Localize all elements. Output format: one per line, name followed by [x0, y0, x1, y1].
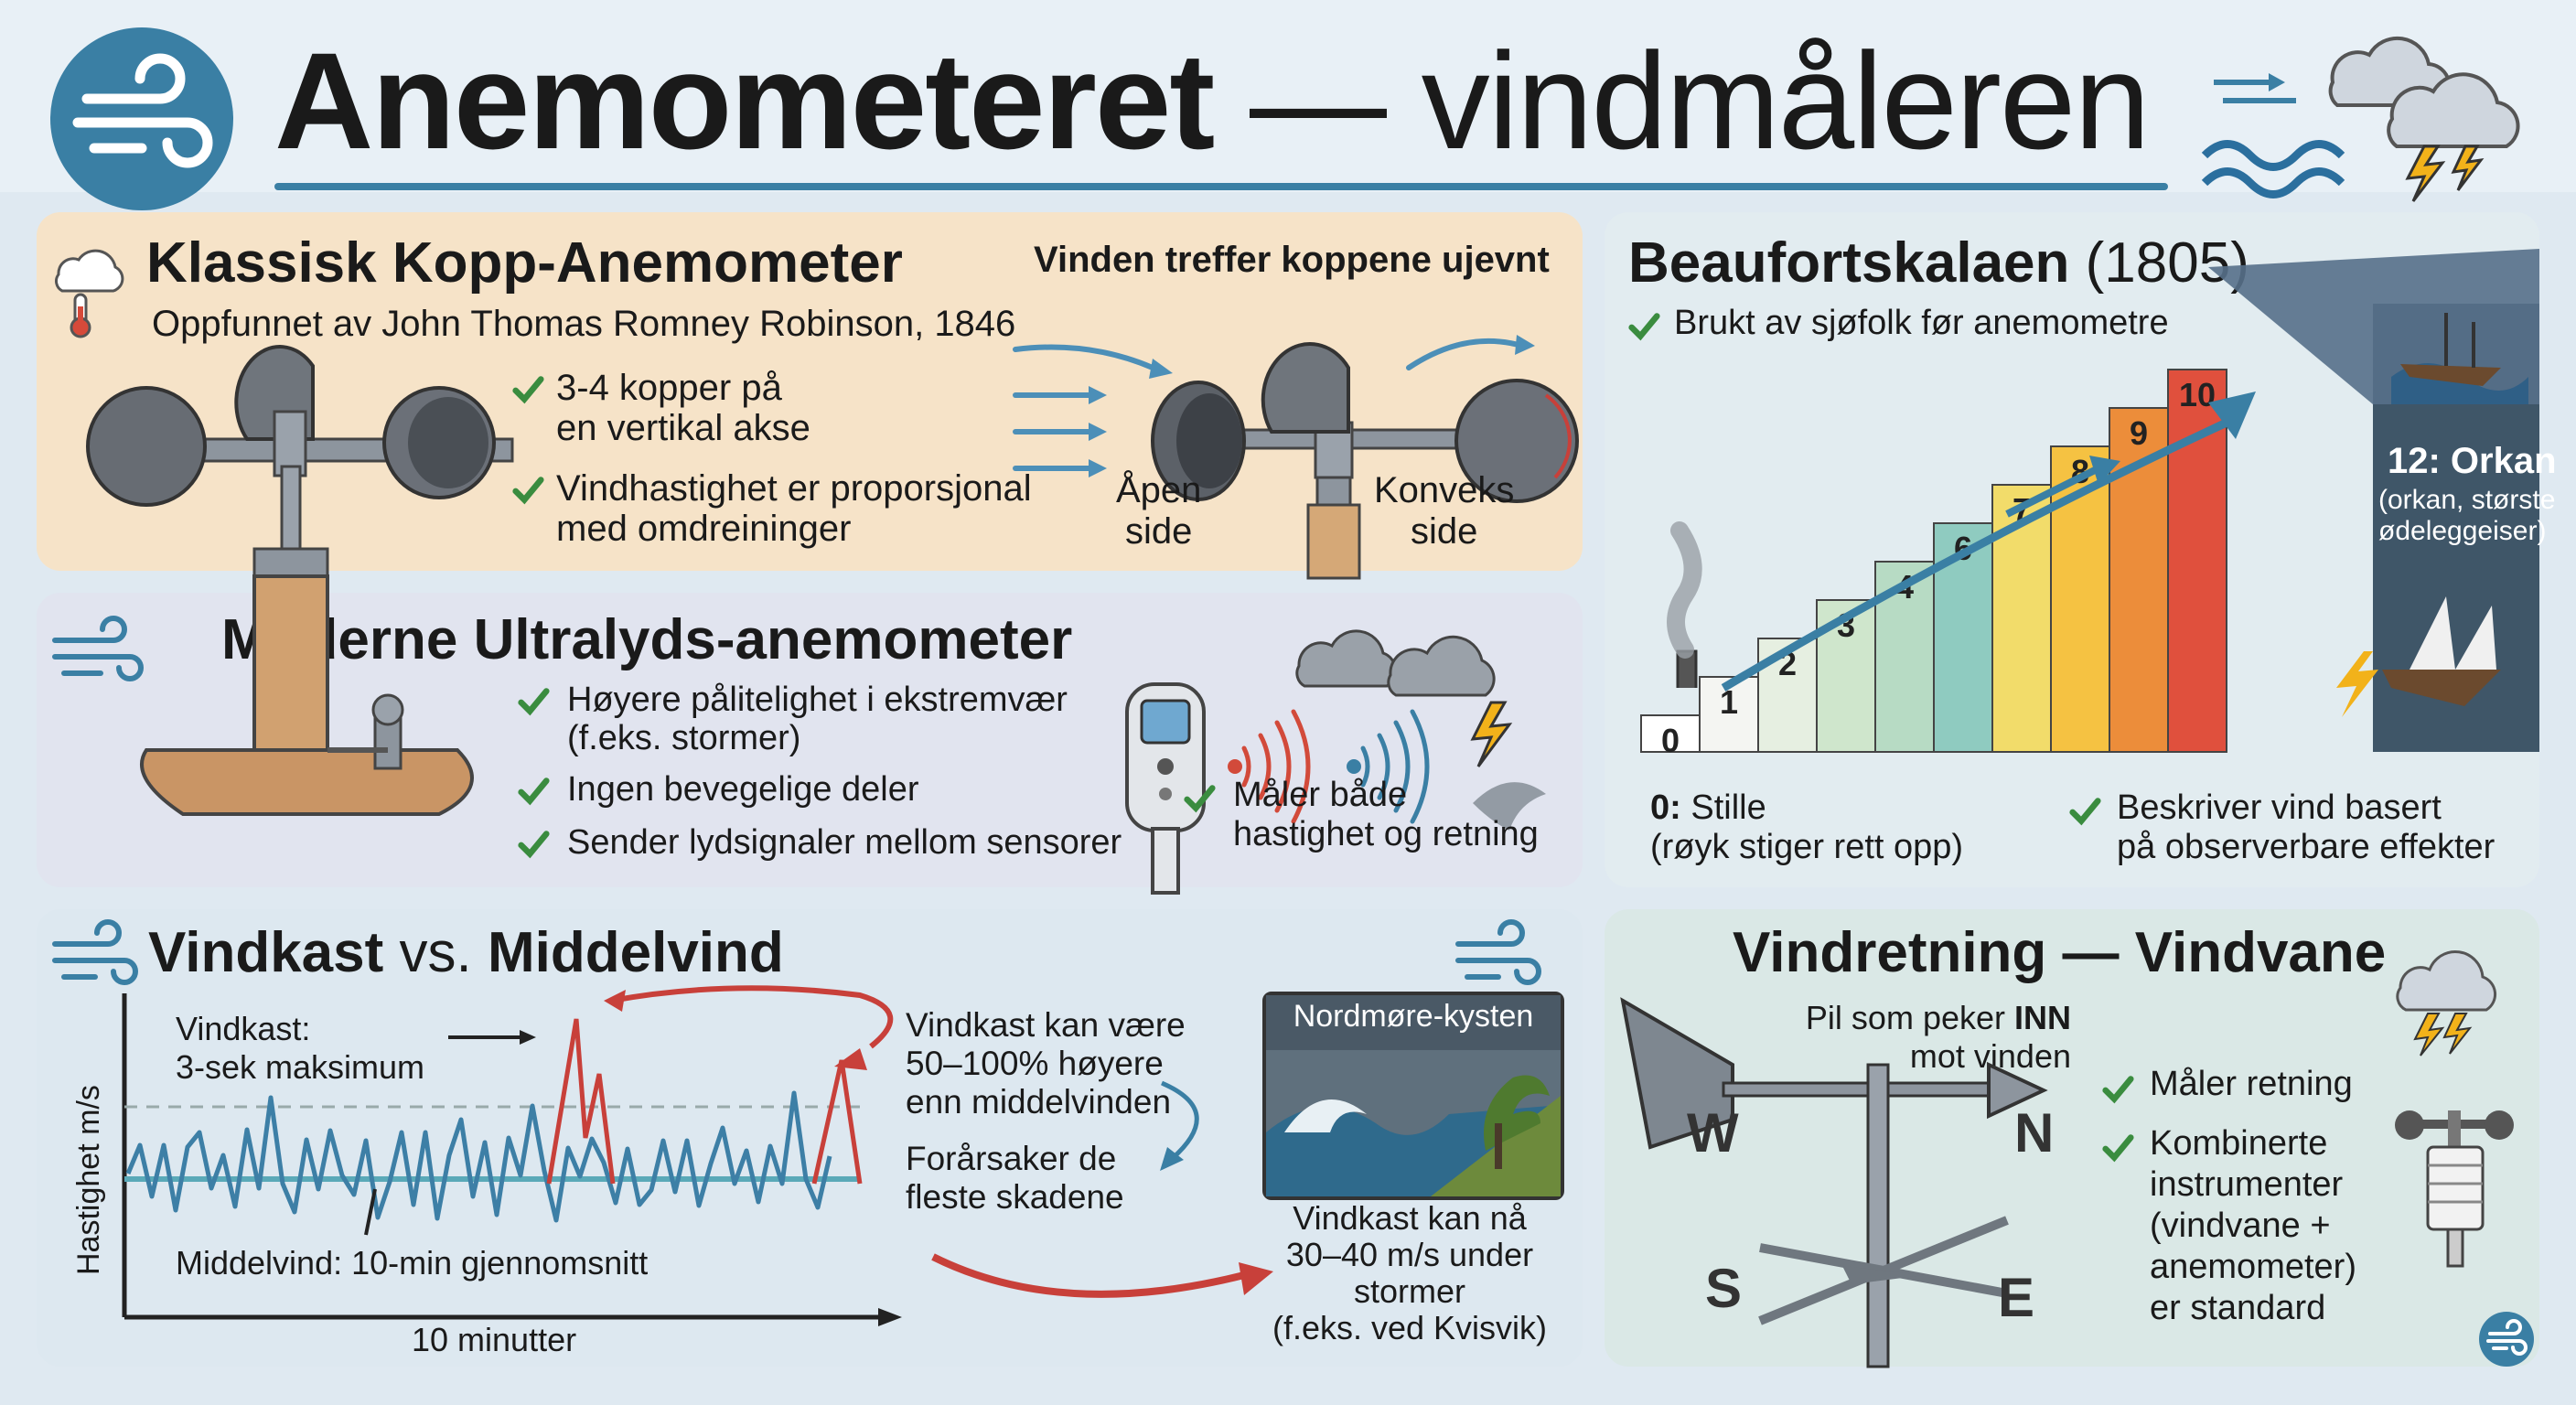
- check-icon: [512, 477, 544, 505]
- wind-vane-title: Vindretning — Vindvane: [1733, 921, 2387, 984]
- beaufort-bar: [1640, 714, 1701, 753]
- ship-sail: [2410, 596, 2496, 670]
- mean-pointer: [364, 1188, 377, 1236]
- check-icon: [2102, 1134, 2134, 1163]
- ultrasonic-bullet-3: Sender lydsignaler mellom sensorer: [567, 823, 1122, 862]
- smoke-icon: [1667, 521, 1702, 659]
- wind-icon: [1455, 919, 1541, 985]
- ultrasonic-bullet-1-cont: (f.eks. stormer): [567, 719, 801, 757]
- x-axis-arrow: [878, 1308, 902, 1326]
- storm-coast-illustration: [1266, 995, 1561, 1196]
- beaufort-title: Beaufortskalaen (1805): [1628, 231, 2249, 295]
- beaufort-level-label: 10: [2179, 376, 2216, 413]
- check-icon: [2069, 798, 2101, 826]
- cup-bullet-1-cont: en vertikal akse: [556, 408, 810, 448]
- beaufort-subtitle: Brukt av sjøfolk før anemometre: [1674, 304, 2169, 342]
- beaufort-level-label: 0: [1661, 722, 1680, 759]
- ultrasonic-bullet-1: Høyere pålitelighet i ekstremvær: [567, 681, 1068, 719]
- beaufort-level-label: 9: [2130, 414, 2148, 452]
- beaufort-bar: [2109, 407, 2169, 753]
- photo-label: Nordmøre-kysten: [1293, 999, 1534, 1034]
- gust-peak: [546, 1018, 616, 1185]
- mean-label: Middelvind: 10-min gjennomsnitt: [176, 1244, 649, 1282]
- gust-peak: [811, 1059, 863, 1185]
- gust-label: Vindkast:3-sek maksimum: [176, 1010, 425, 1086]
- gust-title: Vindkast vs. Middelvind: [148, 921, 784, 984]
- wind-icon: [52, 919, 138, 985]
- calm-label: 0: Stille (røyk stiger rett opp): [1650, 788, 1964, 866]
- storm-sky: [2208, 249, 2539, 404]
- gust-chart: [122, 985, 902, 1326]
- title-underline: [274, 183, 2168, 190]
- panel-ultrasonic-anemometer: Moderne Ultralyds-anemometer Høyere påli…: [37, 593, 1583, 895]
- wind-speed-series: [125, 1090, 832, 1223]
- dir-east: E: [1998, 1267, 2035, 1328]
- cup-bullet-2: Vindhastighet er proporsjonal: [556, 468, 1032, 509]
- panel-gust-vs-mean: Vindkast vs. Middelvind Vindkast:3-sek m…: [37, 909, 1583, 1367]
- cup-anemometer-illustration: [86, 345, 514, 816]
- wind-badge-icon: [2479, 1312, 2534, 1367]
- hurricane-title: 12: Orkan: [2388, 441, 2557, 481]
- cup-bullet-2-cont: med omdreininger: [556, 509, 852, 549]
- note-arrows: [931, 1080, 1273, 1298]
- combined-instrument-icon: [2395, 1110, 2514, 1268]
- check-icon: [2102, 1076, 2134, 1104]
- page-title: Anemometeret — vindmåleren: [274, 24, 2151, 177]
- wind-vane-illustration: [1620, 997, 2048, 1368]
- dir-north: N: [2014, 1102, 2055, 1164]
- panel-beaufort-scale: Beaufortskalaen (1805) Brukt av sjøfolk …: [1605, 212, 2557, 887]
- check-icon: [518, 831, 550, 859]
- gust-callout-arrow-head: [604, 990, 626, 1012]
- check-icon: [518, 688, 550, 716]
- cup-anemometer-title: Klassisk Kopp-Anemometer: [146, 231, 903, 295]
- pointer-note: Pil som peker INN mot vinden: [1805, 999, 2071, 1075]
- check-icon: [512, 376, 544, 404]
- trend-arrow-head: [2208, 391, 2256, 439]
- ultrasonic-bullet-2: Ingen bevegelige deler: [567, 770, 919, 809]
- check-icon: [518, 778, 550, 806]
- storm-cloud-icon: [2396, 950, 2497, 1056]
- ultrasonic-title: Moderne Ultralyds-anemometer: [221, 608, 1073, 671]
- gust-pointer-head: [520, 1030, 536, 1045]
- dir-south: S: [1705, 1258, 1743, 1319]
- x-axis-label: 10 minutter: [412, 1321, 577, 1358]
- panel-wind-vane: Vindretning — Vindvane Pil som peker INN…: [1605, 909, 2539, 1368]
- wind-logo-icon: [50, 27, 233, 210]
- ship-icon: [2400, 364, 2501, 386]
- trend-arrow-head: [2089, 456, 2120, 485]
- cup-diagram-title: Vinden treffer koppene ujevnt: [1034, 240, 1550, 280]
- cup-anemometer-subtitle: Oppfunnet av John Thomas Romney Robinson…: [152, 304, 1016, 344]
- storm-weather-icon: [2201, 36, 2520, 202]
- ship-mast: [2444, 313, 2475, 368]
- trend-arrow: [2005, 465, 2100, 518]
- vane-bullet-1: Måler retning: [2150, 1065, 2353, 1103]
- cup-wind-diagram: [1013, 335, 1579, 580]
- check-icon: [1628, 313, 1660, 341]
- gust-callout-arrow: [610, 985, 894, 1049]
- header: Anemometeret — vindmåleren: [0, 0, 2576, 210]
- beaufort-level-label: 1: [1720, 683, 1738, 721]
- cup-bullet-1: 3-4 kopper på: [556, 368, 782, 408]
- trend-arrow: [1721, 418, 2228, 692]
- check-icon: [1184, 785, 1216, 813]
- lightning-icon: [2336, 651, 2378, 717]
- gust-callout-arrow-head: [834, 1048, 867, 1070]
- dir-west: W: [1687, 1102, 1739, 1164]
- cloud-thermometer-icon: [55, 249, 124, 338]
- y-axis-label: Hastighet m/s: [71, 1085, 106, 1275]
- coast-photo: Nordmøre-kysten: [1262, 992, 1564, 1200]
- wind-icon: [52, 616, 144, 681]
- ultrasonic-device-illustration: [1125, 629, 1546, 895]
- ship-icon: [2382, 670, 2501, 706]
